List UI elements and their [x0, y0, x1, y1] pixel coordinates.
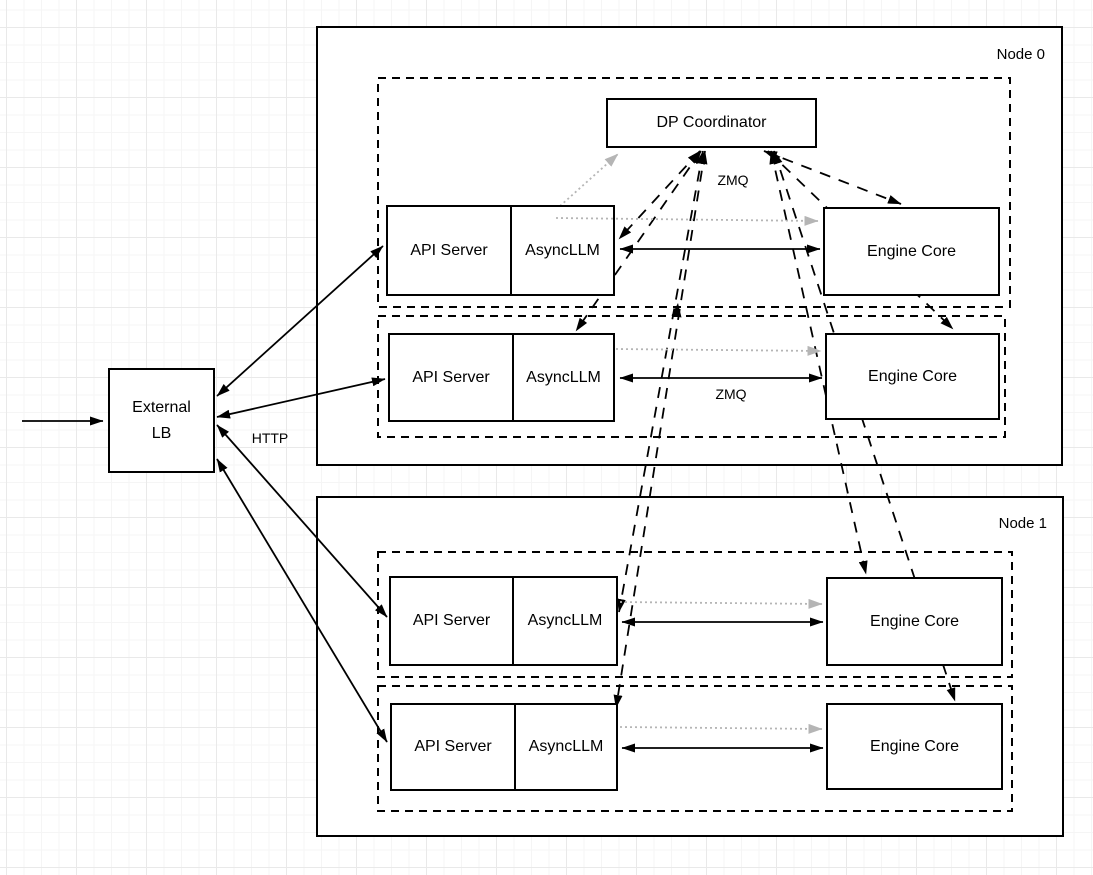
arrow-lb-api-n0-r1 — [216, 377, 386, 419]
engine-core-box-n0-r0: Engine Core — [823, 207, 1000, 296]
arrow-lb-api-n1-r0 — [216, 424, 388, 618]
engine-core-box-n1-r0: Engine Core — [826, 577, 1003, 666]
http-edge-label: HTTP — [251, 430, 289, 446]
arrow-dotted-asyncllm-enginecore-n0-r0 — [555, 215, 819, 226]
api-server-box-n1-r0: API Server AsyncLLM — [389, 576, 618, 666]
external-lb-box: External LB — [108, 368, 215, 473]
arrowhead-up-node0-boundary — [671, 303, 682, 318]
engine-core-box-n0-r1: Engine Core — [825, 333, 1000, 420]
node0-label: Node 0 — [996, 46, 1045, 63]
asyncllm-label: AsyncLLM — [528, 738, 604, 755]
node1-label: Node 1 — [998, 515, 1047, 532]
external-lb-label-line2: LB — [151, 424, 172, 442]
zmq-coordinator-edge-label: ZMQ — [717, 172, 749, 188]
zmq-engine-edge-label: ZMQ — [715, 386, 747, 402]
api-server-label: API Server — [391, 578, 514, 664]
arrow-dotted-asyncllm-enginecore-n0-r1 — [615, 345, 822, 356]
api-server-label: API Server — [390, 335, 514, 420]
asyncllm-label: AsyncLLM — [525, 241, 600, 259]
arrow-coordinator-asyncllm-n1-r1 — [613, 150, 708, 709]
external-lb-label-line1: External — [132, 398, 191, 416]
api-server-label: API Server — [388, 207, 512, 294]
asyncllm-label: AsyncLLM — [526, 368, 601, 386]
arrow-dotted-asyncllm-enginecore-n1-r1 — [619, 723, 823, 734]
engine-core-box-n1-r1: Engine Core — [826, 703, 1003, 790]
dp-coordinator-box: DP Coordinator — [606, 98, 817, 148]
api-server-box-n0-r0: API Server AsyncLLM — [386, 205, 615, 296]
arrow-lb-api-n0-r0 — [216, 245, 384, 397]
api-server-box-n1-r1: API Server AsyncLLM — [390, 703, 618, 791]
engine-core-label: Engine Core — [870, 737, 959, 755]
arrow-dotted-asyncllm-enginecore-n1-r0 — [619, 598, 823, 609]
api-server-label: API Server — [392, 705, 516, 789]
engine-core-label: Engine Core — [870, 612, 959, 630]
api-server-box-n0-r1: API Server AsyncLLM — [388, 333, 615, 422]
engine-core-label: Engine Core — [867, 242, 956, 260]
asyncllm-label: AsyncLLM — [527, 612, 603, 629]
engine-core-label: Engine Core — [868, 367, 957, 385]
arrow-lb-api-n1-r1 — [216, 458, 388, 743]
dp-coordinator-label: DP Coordinator — [656, 114, 767, 131]
